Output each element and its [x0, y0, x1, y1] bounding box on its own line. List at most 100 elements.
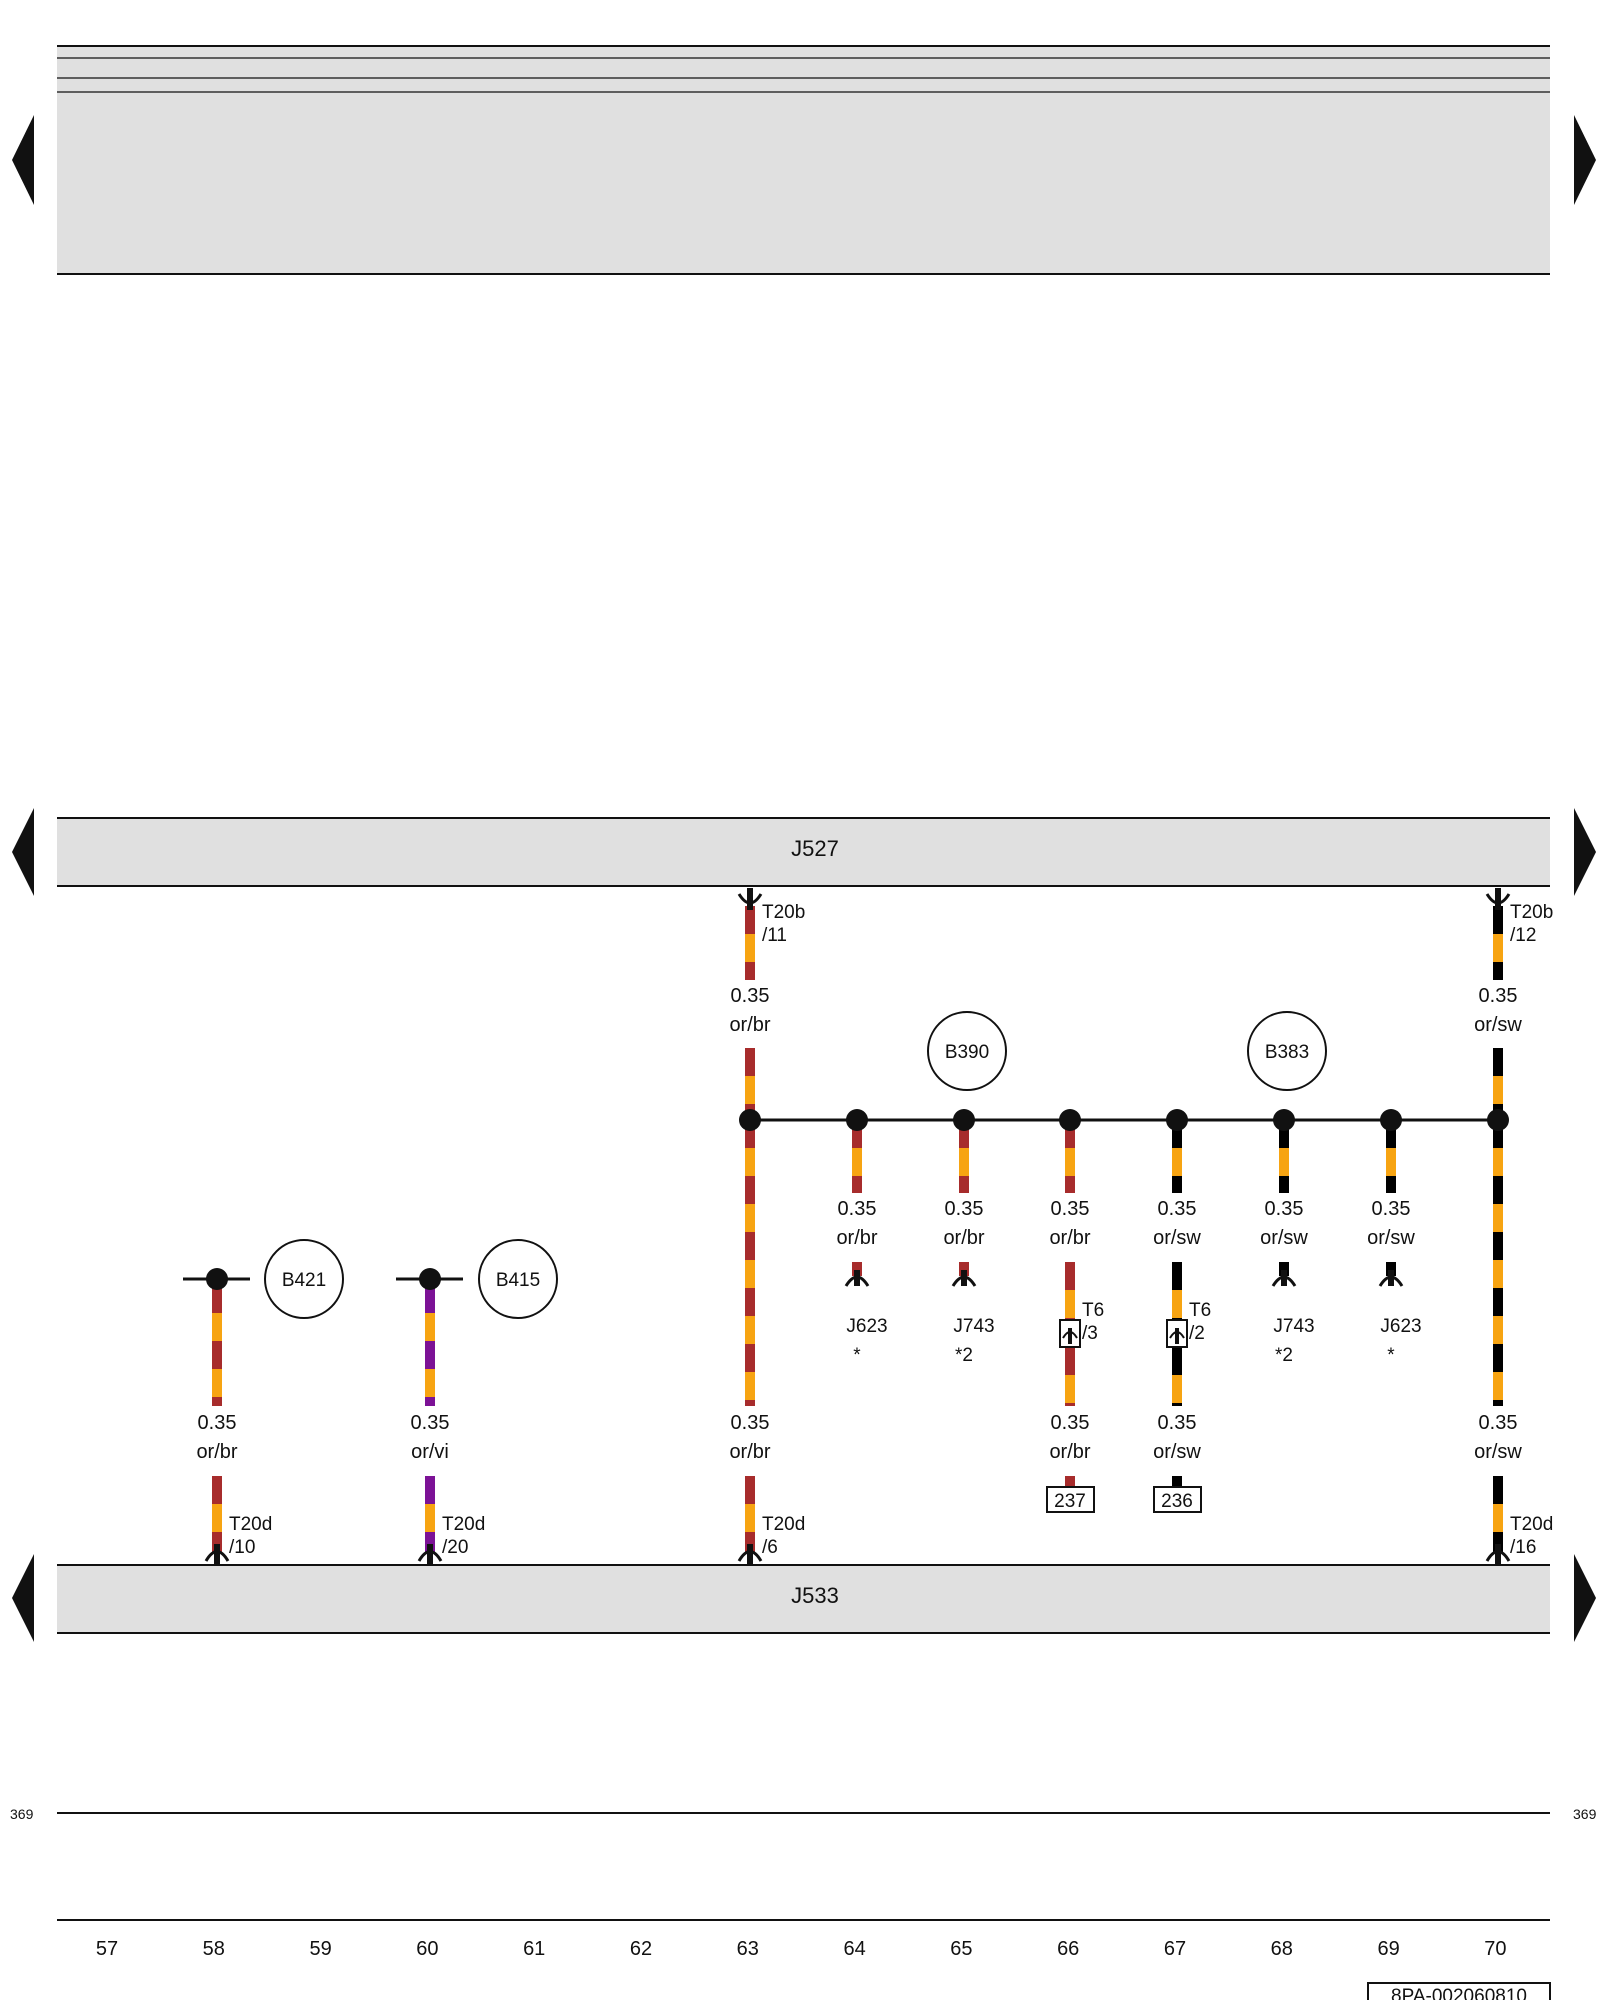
- wire-segment: [852, 1120, 862, 1193]
- wire-color: or/sw: [1367, 1227, 1415, 1249]
- terminal-label: J743: [1273, 1316, 1314, 1337]
- component-b421[interactable]: B421: [264, 1239, 344, 1319]
- connector-name: T20d: [229, 1514, 272, 1535]
- wire-color: or/br: [196, 1441, 237, 1463]
- terminal-note: *: [853, 1345, 861, 1366]
- wire-color: or/sw: [1260, 1227, 1308, 1249]
- wire-size: 0.35: [1158, 1198, 1197, 1220]
- wire-color: or/sw: [1474, 1441, 1522, 1463]
- connector-pin: /6: [762, 1537, 778, 1558]
- wire-segment: [425, 1285, 435, 1406]
- splice-dot: [1380, 1109, 1402, 1131]
- wire-segment: [1493, 1120, 1503, 1406]
- connector-t20d-10: T20d /10: [204, 1514, 272, 1566]
- column-number: 65: [950, 1938, 972, 1960]
- connector-t6-2: T6 /2: [1166, 1300, 1211, 1348]
- column-number: 58: [203, 1938, 225, 1960]
- terminal-j623-col64[interactable]: J623 *: [844, 1270, 888, 1366]
- wire-segment: [1493, 1476, 1503, 1553]
- wire-labels: 0.35 or/br 0.35 or/vi 0.35 or/br 0.35 or…: [196, 985, 1522, 1463]
- terminal-j743-col65[interactable]: J743 *2: [951, 1270, 995, 1366]
- wire-segment: [745, 906, 755, 980]
- bus-j527: J527: [57, 817, 1550, 887]
- wires-layer: [212, 906, 1503, 1553]
- terminal-j743-col68[interactable]: J743 *2: [1271, 1270, 1315, 1366]
- connector-pin: /20: [442, 1537, 468, 1558]
- connector-name: T20b: [762, 902, 805, 923]
- connector-pin: /10: [229, 1537, 255, 1558]
- wire-segment: [1279, 1262, 1289, 1276]
- component-label: B415: [496, 1270, 540, 1291]
- wire-color: or/br: [836, 1227, 877, 1249]
- wire-segment: [425, 1476, 435, 1553]
- column-number: 61: [523, 1938, 545, 1960]
- connector-name: T6: [1189, 1300, 1211, 1321]
- wire-size: 0.35: [838, 1198, 877, 1220]
- wire-segment: [1065, 1262, 1075, 1320]
- wire-segment: [852, 1262, 862, 1276]
- wire-size: 0.35: [1051, 1412, 1090, 1434]
- wire-color: or/sw: [1153, 1227, 1201, 1249]
- wire-segment: [1065, 1347, 1075, 1406]
- component-b390[interactable]: B390: [927, 1011, 1007, 1091]
- wire-segment: [959, 1120, 969, 1193]
- connector-name: T20d: [1510, 1514, 1553, 1535]
- page-ref-236[interactable]: 236: [1153, 1486, 1202, 1513]
- wire-size: 0.35: [945, 1198, 984, 1220]
- wire-size: 0.35: [1479, 985, 1518, 1007]
- connector-pin: /2: [1189, 1323, 1205, 1344]
- column-number: 69: [1377, 1938, 1399, 1960]
- wire-segment: [1172, 1262, 1182, 1320]
- splice-dot: [1059, 1109, 1081, 1131]
- wire-color: or/br: [1049, 1441, 1090, 1463]
- component-label: B390: [945, 1042, 989, 1063]
- prev-page-arrow-icon[interactable]: [12, 1554, 34, 1642]
- wire-segment: [1172, 1476, 1182, 1487]
- next-page-arrow-icon[interactable]: [1574, 808, 1596, 896]
- column-number: 68: [1271, 1938, 1293, 1960]
- page-ref-237[interactable]: 237: [1046, 1486, 1095, 1513]
- column-number: 62: [630, 1938, 652, 1960]
- column-number: 64: [843, 1938, 865, 1960]
- connector-name: T20b: [1510, 902, 1553, 923]
- wire-size: 0.35: [1158, 1412, 1197, 1434]
- terminal-label: J623: [846, 1316, 887, 1337]
- terminal-note: *: [1387, 1345, 1395, 1366]
- terminal-j623-col69[interactable]: J623 *: [1378, 1270, 1422, 1366]
- wire-color: or/br: [943, 1227, 984, 1249]
- connector-pin: /3: [1082, 1323, 1098, 1344]
- connector-t20b-11: T20b /11: [737, 888, 805, 946]
- column-number: 59: [309, 1938, 331, 1960]
- component-label: B421: [282, 1270, 326, 1291]
- terminal-note: *2: [1275, 1345, 1293, 1366]
- connector-pin: /11: [762, 925, 787, 946]
- splice-points: [206, 1109, 1509, 1290]
- diagram-id: 8PA-002060810: [1391, 1986, 1527, 2000]
- wire-segment: [1386, 1120, 1396, 1193]
- next-page-arrow-icon[interactable]: [1574, 1554, 1596, 1642]
- wire-color: or/vi: [411, 1441, 449, 1463]
- prev-page-arrow-icon[interactable]: [12, 115, 34, 205]
- diagram-id-box: 8PA-002060810: [1367, 1982, 1551, 2000]
- splice-dot: [419, 1268, 441, 1290]
- wire-color: or/br: [729, 1441, 770, 1463]
- component-b383[interactable]: B383: [1247, 1011, 1327, 1091]
- wire-color: or/sw: [1474, 1014, 1522, 1036]
- component-label: B383: [1265, 1042, 1309, 1063]
- connector-t20b-12: T20b /12: [1485, 888, 1553, 946]
- component-b415[interactable]: B415: [478, 1239, 558, 1319]
- prev-page-arrow-icon[interactable]: [12, 808, 34, 896]
- wire-color: or/br: [729, 1014, 770, 1036]
- column-number: 70: [1484, 1938, 1506, 1960]
- wire-color: or/sw: [1153, 1441, 1201, 1463]
- connector-name: T20d: [762, 1514, 805, 1535]
- connector-pin: /12: [1510, 925, 1536, 946]
- next-page-arrow-icon[interactable]: [1574, 115, 1596, 205]
- wire-size: 0.35: [1479, 1412, 1518, 1434]
- column-number: 67: [1164, 1938, 1186, 1960]
- connector-name: T6: [1082, 1300, 1104, 1321]
- wire-segment: [959, 1262, 969, 1276]
- column-number: 63: [737, 1938, 759, 1960]
